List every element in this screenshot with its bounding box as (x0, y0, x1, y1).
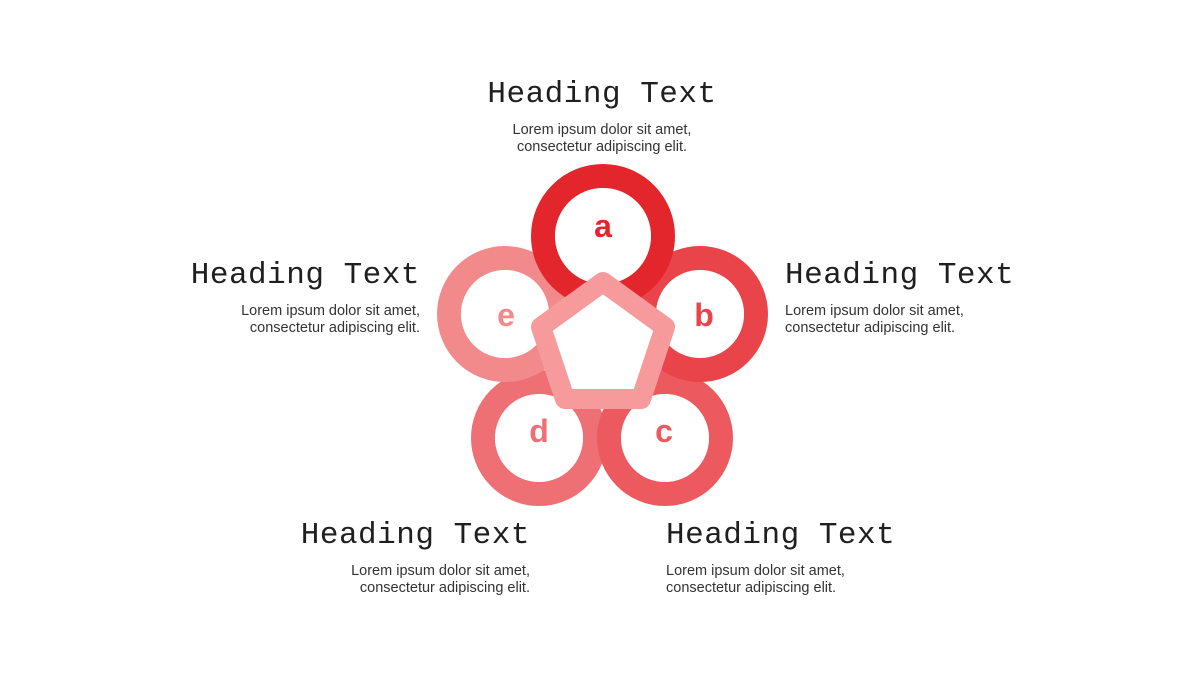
petal-core-a (555, 188, 651, 284)
body-a: Lorem ipsum dolor sit amet, consectetur … (452, 122, 752, 156)
petal-core-c (621, 394, 709, 482)
body-c-line1: Lorem ipsum dolor sit amet, (666, 563, 845, 579)
body-a-line1: Lorem ipsum dolor sit amet, (512, 122, 692, 138)
body-c-line2: consectetur adipiscing elit. (666, 580, 837, 596)
body-b: Lorem ipsum dolor sit amet, consectetur … (785, 303, 1085, 337)
petal-label-a: a (594, 208, 612, 244)
text-block-d: Heading Text Lorem ipsum dolor sit amet,… (230, 519, 530, 597)
text-block-e: Heading Text Lorem ipsum dolor sit amet,… (120, 259, 420, 337)
body-e-line2: consectetur adipiscing elit. (249, 320, 420, 336)
heading-c: Heading Text (666, 518, 896, 553)
pentagon-icon (531, 272, 675, 409)
petal-core-e (461, 270, 549, 358)
body-e-line1: Lorem ipsum dolor sit amet, (241, 303, 420, 319)
petal-label-c: c (655, 413, 673, 449)
text-block-a: Heading Text Lorem ipsum dolor sit amet,… (452, 78, 752, 156)
petal-core-d (495, 394, 583, 482)
petal-core-b (656, 270, 744, 358)
body-c: Lorem ipsum dolor sit amet, consectetur … (666, 563, 966, 597)
body-d: Lorem ipsum dolor sit amet, consectetur … (230, 563, 530, 597)
heading-e: Heading Text (190, 258, 420, 293)
body-b-line1: Lorem ipsum dolor sit amet, (785, 303, 964, 319)
petal-label-b: b (694, 297, 714, 333)
text-block-c: Heading Text Lorem ipsum dolor sit amet,… (666, 519, 966, 597)
body-d-line2: consectetur adipiscing elit. (359, 580, 530, 596)
petal-ring-c (597, 370, 733, 506)
heading-d: Heading Text (300, 518, 530, 553)
text-block-b: Heading Text Lorem ipsum dolor sit amet,… (785, 259, 1085, 337)
body-e: Lorem ipsum dolor sit amet, consectetur … (120, 303, 420, 337)
body-b-line2: consectetur adipiscing elit. (785, 320, 956, 336)
body-a-line2: consectetur adipiscing elit. (516, 139, 688, 155)
heading-a: Heading Text (487, 77, 717, 112)
petal-label-e: e (497, 297, 515, 333)
heading-b: Heading Text (785, 258, 1015, 293)
body-d-line1: Lorem ipsum dolor sit amet, (351, 563, 530, 579)
petal-ring-d (471, 370, 607, 506)
petal-label-d: d (529, 413, 549, 449)
